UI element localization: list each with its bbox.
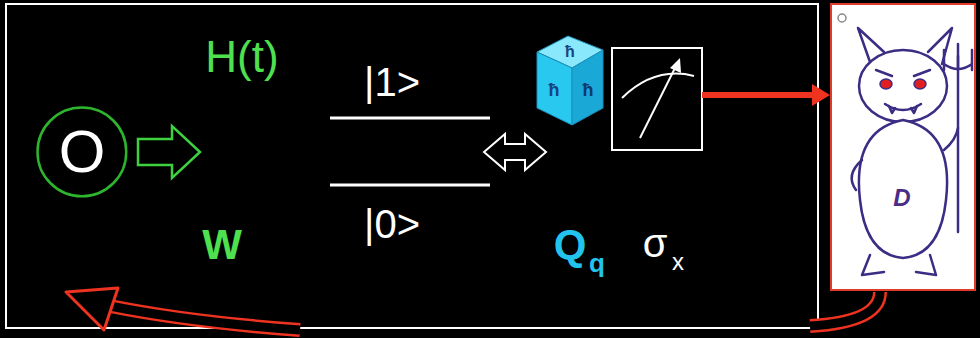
pitchfork-shaft — [957, 56, 960, 232]
pin-ring — [838, 14, 846, 22]
state-label: O — [36, 106, 128, 198]
return-arrowhead — [66, 288, 118, 330]
state-label: |0> — [364, 204, 420, 244]
return-arrow-outline — [110, 306, 300, 330]
work-arrow — [138, 126, 200, 178]
observable-subscript: x — [672, 248, 684, 275]
pitchfork-head — [944, 44, 972, 70]
heat-label: Q — [554, 224, 587, 266]
state-circle: O — [36, 106, 128, 198]
demon-figure — [852, 28, 972, 275]
observable-subscript: x — [672, 250, 684, 274]
demon-eye — [914, 79, 926, 89]
hamiltonian-label: H(t) — [205, 35, 278, 79]
dice-face — [537, 52, 572, 125]
demon-frame — [831, 4, 975, 290]
state-label: |1> — [364, 60, 420, 104]
return-arrow-outline — [810, 292, 880, 326]
level-line — [330, 184, 490, 187]
level-line — [330, 117, 490, 120]
hamiltonian-label: H(t) — [205, 32, 278, 81]
state-label: |0> — [364, 202, 420, 246]
state-label: |1> — [364, 62, 420, 102]
observable-label: σ — [643, 223, 668, 263]
heat-subscript: q — [589, 250, 605, 276]
dice-symbol: ħ — [565, 43, 575, 60]
dice-symbol: ħ — [583, 81, 594, 99]
meter-needle-tip — [670, 58, 681, 73]
demon-eye — [880, 79, 892, 89]
dice-symbol: ħ — [583, 80, 594, 100]
feedback-arrowhead — [812, 84, 830, 106]
meter-box — [612, 48, 702, 150]
demon-foot — [916, 255, 936, 275]
heat-label: Q — [554, 221, 587, 268]
feedback-arrow — [702, 92, 814, 98]
demon-fangs — [889, 106, 917, 113]
meter-needle — [640, 66, 676, 138]
work-label: W — [202, 221, 242, 268]
dice-symbol: ħ — [549, 80, 560, 100]
demon-letter: D — [893, 184, 910, 211]
demon-arm — [852, 160, 862, 190]
demon-brows — [876, 70, 930, 76]
exchange-arrow — [484, 134, 546, 170]
meter-scale — [622, 74, 694, 98]
frame-box — [6, 4, 818, 328]
work-label: W — [202, 224, 242, 266]
return-arrow-body — [110, 306, 300, 330]
dice-symbol: ħ — [565, 44, 575, 60]
observable-label: σ — [643, 221, 668, 265]
demon-head — [859, 50, 947, 122]
dice-symbol: ħ — [549, 81, 560, 99]
demon-foot — [862, 255, 884, 275]
demon-body — [859, 120, 947, 258]
return-arrow-body — [810, 292, 880, 326]
dice-face — [572, 50, 603, 125]
demon-letter: D — [893, 186, 910, 210]
demon-arm — [944, 128, 958, 150]
heat-subscript: q — [589, 248, 605, 278]
